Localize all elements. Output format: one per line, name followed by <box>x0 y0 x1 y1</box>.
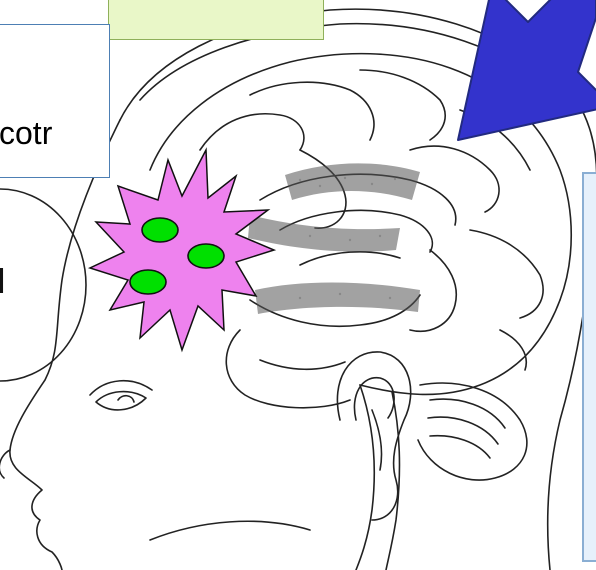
side-panel <box>582 172 596 562</box>
